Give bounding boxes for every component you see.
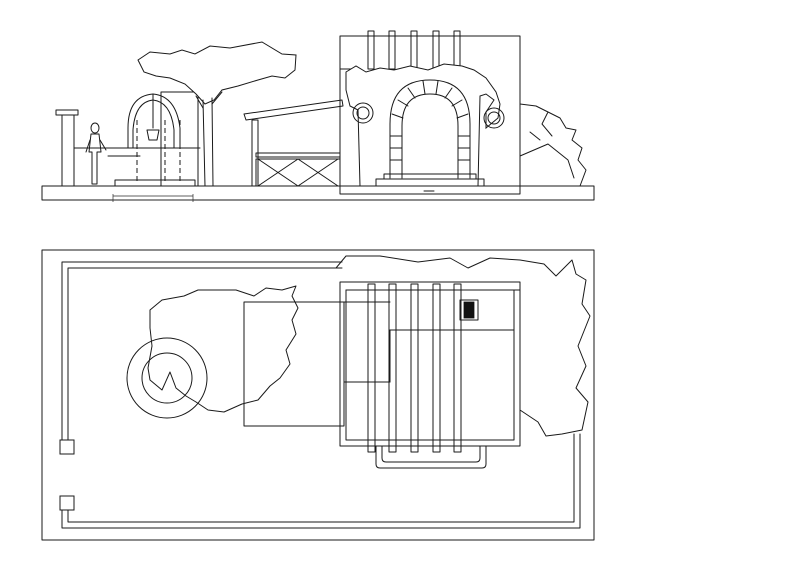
elevation-right-rocks [519, 103, 587, 187]
plan-junction-box-lower [59, 495, 75, 511]
elevation-ground-line [41, 185, 595, 201]
plan-view [41, 249, 595, 541]
plan-well [126, 337, 208, 419]
plan-pergola-deck [243, 301, 391, 427]
plan-dark-fixture [463, 301, 475, 319]
elevation-view [41, 30, 595, 202]
plan-service-path [59, 261, 581, 529]
elevation-tower [339, 30, 521, 195]
elevation-well-bucket [146, 93, 160, 141]
elevation-tree [137, 41, 297, 187]
plan-junction-box-upper [59, 439, 75, 455]
plan-tree-canopy [147, 285, 299, 413]
plan-tower [339, 281, 521, 469]
elevation-pergola [243, 99, 344, 187]
elevation-left-post [55, 109, 79, 187]
plan-site-boundary [41, 249, 595, 541]
plan-rock-outline [335, 255, 591, 437]
elevation-well-base [112, 179, 196, 202]
elevation-well-frame [127, 91, 201, 187]
elevation-person-figure [85, 122, 107, 185]
